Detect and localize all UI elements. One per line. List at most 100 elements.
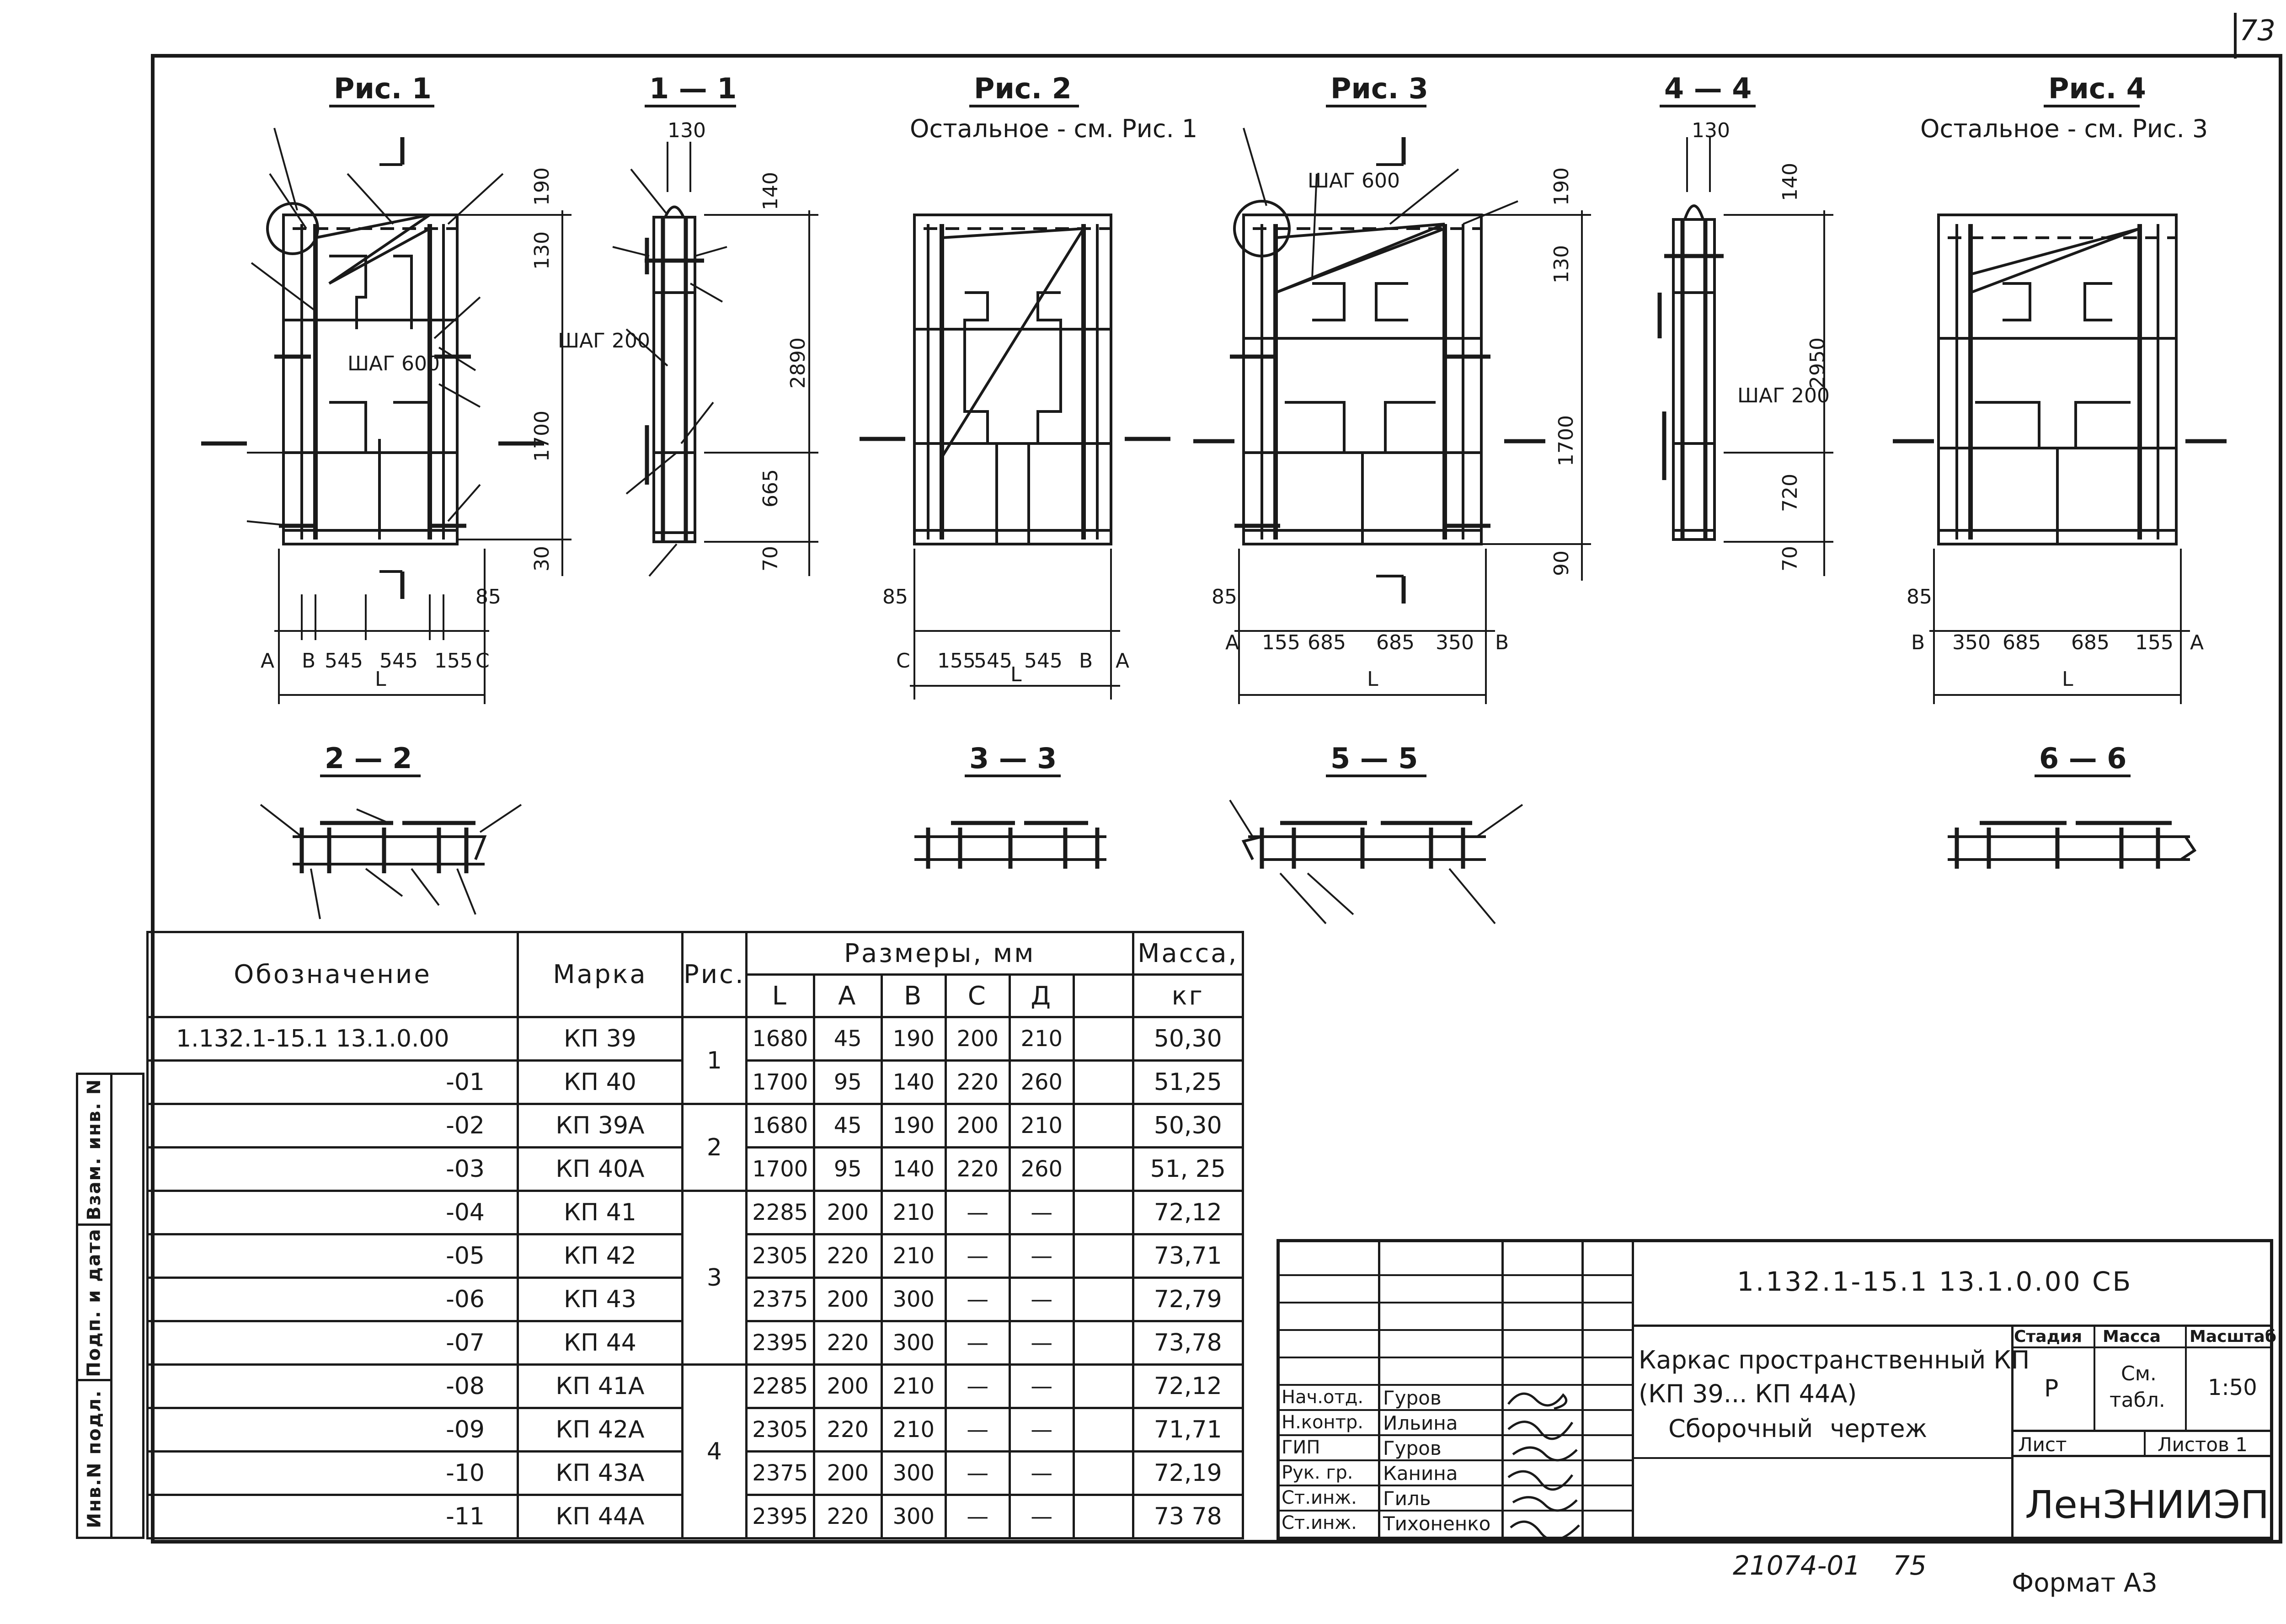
row-C: — xyxy=(944,1233,1011,1279)
row-mass: 51,25 xyxy=(1132,1059,1244,1105)
fig1-vdim: 190 xyxy=(530,167,554,206)
sec44-vdim: 140 xyxy=(1779,163,1802,201)
staff-role: ГИП xyxy=(1282,1437,1320,1458)
row-D: — xyxy=(1008,1233,1075,1279)
row-empty xyxy=(1072,1450,1134,1496)
sec11-step-label: ШАГ 200 xyxy=(558,329,650,353)
row-mark: КП 39А xyxy=(517,1103,684,1149)
row-C: — xyxy=(944,1277,1011,1322)
sec22-drawing xyxy=(260,804,522,919)
row-empty xyxy=(1072,1103,1134,1149)
row-C: — xyxy=(944,1407,1011,1453)
fig2-length: L xyxy=(1010,663,1022,686)
staff-role: Нач.отд. xyxy=(1282,1387,1364,1408)
row-C: — xyxy=(944,1494,1011,1539)
row-C: 200 xyxy=(944,1016,1011,1062)
table-row: -04 КП 41 3 2285 200 210 — — 72,12 xyxy=(146,1190,1244,1366)
fig4-dim: 685 xyxy=(2071,631,2110,654)
fig1-dim: B xyxy=(302,649,315,673)
page-number: 73 xyxy=(2239,14,2275,47)
table-row: -11 КП 44А 2395 220 300 — — 73 78 xyxy=(146,1494,1244,1539)
sec44-step-label: ШАГ 200 xyxy=(1737,384,1830,407)
row-empty xyxy=(1072,1190,1134,1235)
side-label: Взам. инв. N xyxy=(84,1078,105,1220)
side-cell-replacement: Взам. инв. N xyxy=(78,1075,110,1226)
fig3-dim-85: 85 xyxy=(1212,585,1237,609)
row-mass: 50,30 xyxy=(1132,1016,1244,1062)
row-empty xyxy=(1072,1059,1134,1105)
title-block: 1.132.1-15.1 13.1.0.00 СБ Каркас простра… xyxy=(1277,1239,2276,1541)
row-L: 2375 xyxy=(745,1450,815,1496)
row-C: 220 xyxy=(944,1146,1011,1192)
bottom-num: 75 xyxy=(1893,1550,1927,1581)
sec11-vdim: 665 xyxy=(759,469,782,508)
row-A: 220 xyxy=(812,1494,883,1539)
table-row: -10 КП 43А 2375 200 300 — — 72,19 xyxy=(146,1450,1244,1496)
header-L: L xyxy=(745,973,815,1018)
sec11-top-dim: 130 xyxy=(668,119,706,142)
row-B: 190 xyxy=(880,1103,947,1149)
row-C: — xyxy=(944,1190,1011,1235)
fig3-dim: 685 xyxy=(1376,631,1415,654)
header-empty xyxy=(1072,973,1134,1018)
fig1-dim: 545 xyxy=(379,649,418,673)
row-mass: 72,79 xyxy=(1132,1277,1244,1322)
fig2-drawing xyxy=(860,214,1170,700)
row-A: 200 xyxy=(812,1190,883,1235)
sec66-title: 6 — 6 xyxy=(2039,742,2126,775)
title-line1: Каркас пространственный КП xyxy=(1639,1346,2030,1374)
row-empty xyxy=(1072,1233,1134,1279)
row-A: 95 xyxy=(812,1146,883,1192)
fig2-dim-85: 85 xyxy=(882,585,908,609)
sec44-vdim: 70 xyxy=(1779,546,1802,572)
fig1-dim-85: 85 xyxy=(475,585,501,609)
row-mark: КП 43 xyxy=(517,1277,684,1322)
staff-name: Тихоненко xyxy=(1383,1512,1491,1535)
scale-header: Масштаб xyxy=(2190,1327,2276,1346)
row-designation: -04 xyxy=(146,1190,519,1235)
row-designation: -10 xyxy=(146,1450,519,1496)
header-mass-unit: кг xyxy=(1132,973,1244,1018)
bottom-code: 21074-01 xyxy=(1733,1550,1861,1581)
fig4-length: L xyxy=(2062,668,2073,691)
mass-value: табл. xyxy=(2110,1389,2165,1412)
format-label: Формат А3 xyxy=(2012,1568,2158,1598)
table-row: -09 КП 42А 2305 220 210 — — 71,71 xyxy=(146,1407,1244,1453)
row-designation: -07 xyxy=(146,1320,519,1366)
row-empty xyxy=(1072,1277,1134,1322)
fig2-dim: 545 xyxy=(1024,649,1063,673)
staff-role: Ст.инж. xyxy=(1282,1487,1357,1508)
fig4-subtitle: Остальное - см. Рис. 3 xyxy=(1920,114,2208,143)
row-L: 2395 xyxy=(745,1320,815,1366)
fig1-dim: 545 xyxy=(325,649,363,673)
fig4-dim: B xyxy=(1911,631,1925,654)
header-B: B xyxy=(880,973,947,1018)
table-row: -06 КП 43 2375 200 300 — — 72,79 xyxy=(146,1277,1244,1322)
row-A: 220 xyxy=(812,1407,883,1453)
fig1-vdim: 30 xyxy=(530,546,554,572)
table-row: -05 КП 42 2305 220 210 — — 73,71 xyxy=(146,1233,1244,1279)
table-row: 1.132.1-15.1 13.1.0.00 КП 39 1 1680 45 1… xyxy=(146,1016,1244,1105)
fig1-dim: 155 xyxy=(434,649,473,673)
fig4-dim: 350 xyxy=(1952,631,1991,654)
header-A: A xyxy=(812,973,883,1018)
table-row: -01 КП 40 1700 95 140 220 260 51,25 xyxy=(146,1059,1244,1105)
row-mark: КП 42 xyxy=(517,1233,684,1279)
fig3-vdim: 90 xyxy=(1550,550,1573,576)
fig3-vdim: 190 xyxy=(1550,167,1573,206)
page-number-rule xyxy=(2234,13,2237,59)
sec44-vdim: 720 xyxy=(1779,474,1802,512)
row-C: 200 xyxy=(944,1103,1011,1149)
row-B: 140 xyxy=(880,1059,947,1105)
fig4-dim-85: 85 xyxy=(1907,585,1932,609)
fig2-dim: A xyxy=(1116,649,1129,673)
fig3-dim: B xyxy=(1495,631,1509,654)
row-B: 140 xyxy=(880,1146,947,1192)
side-strip: Взам. инв. N Подп. и дата Инв.N подл. xyxy=(76,1073,144,1539)
header-C: C xyxy=(944,973,1011,1018)
fig3-drawing xyxy=(1193,128,1591,704)
fig2-title: Рис. 2 xyxy=(974,72,1072,105)
row-B: 190 xyxy=(880,1016,947,1062)
fig3-dim: 155 xyxy=(1262,631,1300,654)
fig3-step-label: ШАГ 600 xyxy=(1308,169,1400,192)
